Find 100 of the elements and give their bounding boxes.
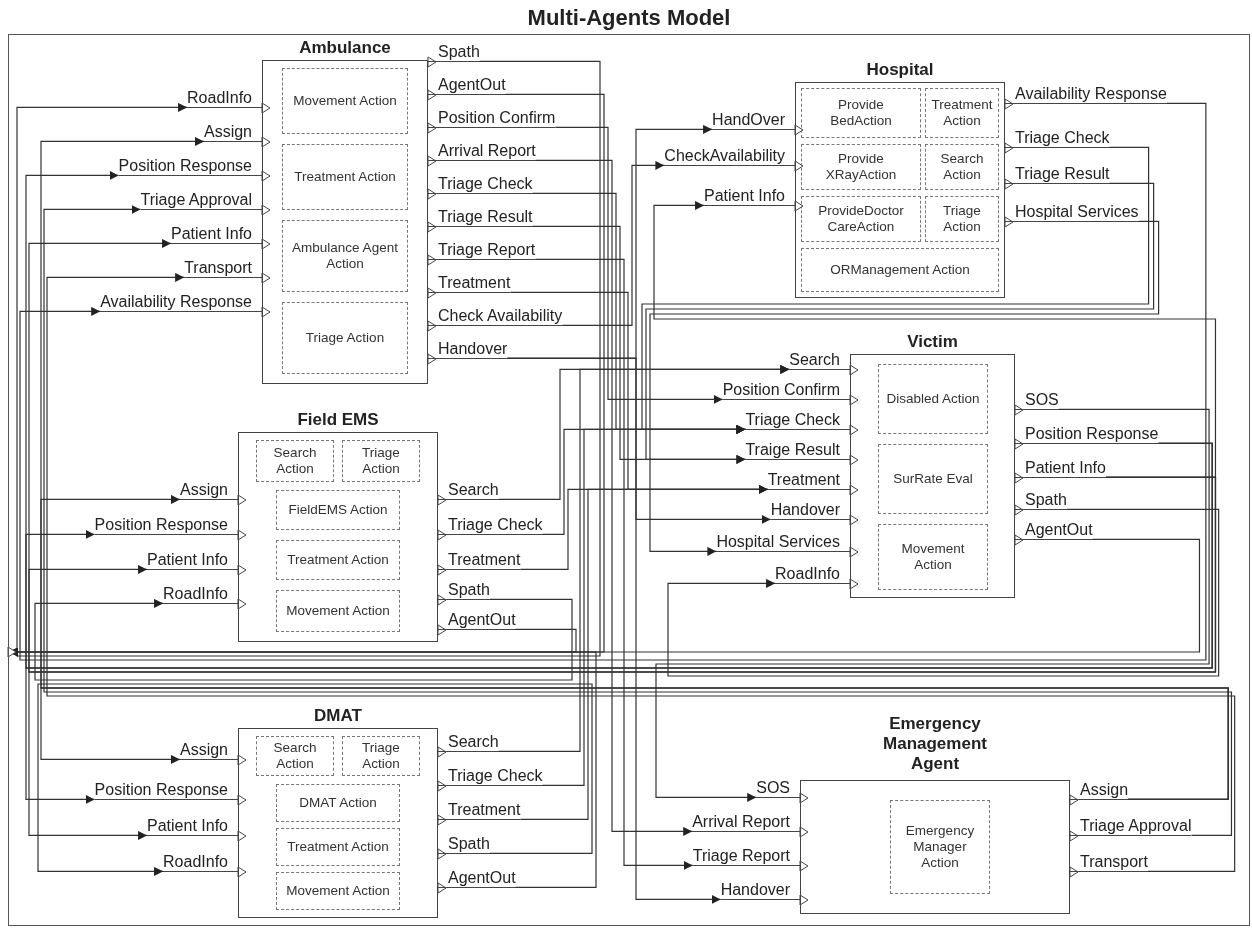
signal-wire xyxy=(498,364,790,752)
port-label: CheckAvailability xyxy=(664,147,795,166)
port-label: Patient Info xyxy=(171,225,262,244)
port-label: SOS xyxy=(756,779,800,798)
action-box: ORManagement Action xyxy=(801,248,999,292)
port-label: Spath xyxy=(1015,491,1067,510)
port-label: Triage Check xyxy=(745,411,850,430)
port-label: Triage Approval xyxy=(140,191,262,210)
agent-title: DMAT xyxy=(313,706,363,726)
port-label: Availability Response xyxy=(1005,85,1167,104)
port-label: Patient Info xyxy=(704,187,795,206)
action-box: Search Action xyxy=(925,144,999,190)
agent-title: Ambulance xyxy=(298,38,392,58)
port-label: AgentOut xyxy=(438,611,516,630)
port-label: RoadInfo xyxy=(775,565,850,584)
port-label: Spath xyxy=(428,43,480,62)
signal-wire xyxy=(655,408,1210,802)
signal-wire xyxy=(34,598,573,681)
action-box: Treatment Action xyxy=(276,828,400,866)
action-box: Treatment Action xyxy=(925,88,999,138)
signal-wire xyxy=(667,508,1220,677)
action-box: Triage Action xyxy=(342,440,420,482)
action-box: DMAT Action xyxy=(276,784,400,822)
diagram-title: Multi-Agents Model xyxy=(527,5,731,31)
port-label: Position Response xyxy=(118,157,262,176)
port-label: Treatment xyxy=(428,274,511,293)
port-label: HandOver xyxy=(712,111,795,130)
action-box: Provide XRayAction xyxy=(801,144,921,190)
port-label: Position Response xyxy=(94,781,238,800)
port-label: Assign xyxy=(1070,781,1129,800)
port-label: RoadInfo xyxy=(187,89,262,108)
port-label: Treatment xyxy=(767,471,850,490)
port-label: Treatment xyxy=(438,551,521,570)
action-box: FieldEMS Action xyxy=(276,490,400,530)
port-label: Triage Check xyxy=(1005,129,1110,148)
port-label: Triage Check xyxy=(438,767,543,786)
port-label: Handover xyxy=(428,340,508,359)
signal-wire xyxy=(554,126,724,404)
signal-wire xyxy=(645,182,1155,464)
port-label: Spath xyxy=(438,581,490,600)
port-label: Search xyxy=(438,481,499,500)
action-box: Movement Action xyxy=(276,872,400,910)
signal-wire xyxy=(561,160,665,326)
action-box: Emergency Manager Action xyxy=(890,800,990,894)
port-label: Patient Info xyxy=(147,817,238,836)
port-label: Triage Result xyxy=(1005,165,1110,184)
action-box: Movement Action xyxy=(276,590,400,632)
action-box: ProvideDoctor CareAction xyxy=(801,196,921,242)
port-label: Triage Report xyxy=(692,847,800,866)
port-label: Position Confirm xyxy=(428,109,556,128)
port-label: Traige Result xyxy=(745,441,850,460)
port-label: Position Confirm xyxy=(722,381,850,400)
port-label: Triage Check xyxy=(438,516,543,535)
signal-wire xyxy=(40,687,1229,800)
port-label: Search xyxy=(789,351,850,370)
port-label: Patient Info xyxy=(1015,459,1106,478)
signal-wire xyxy=(46,272,1236,872)
action-box: Movement Action xyxy=(282,68,408,134)
agent-title: Emergency Management Agent xyxy=(882,714,988,774)
action-box: Triage Action xyxy=(925,196,999,242)
port-label: Treatment xyxy=(438,801,521,820)
action-box: Disabled Action xyxy=(878,364,988,434)
action-box: SurRate Eval xyxy=(878,444,988,514)
signal-wire xyxy=(541,424,747,786)
action-box: Treatment Action xyxy=(276,540,400,580)
agent-title: Field EMS xyxy=(296,410,380,430)
action-box: Ambulance Agent Action xyxy=(282,220,408,292)
port-label: Handover xyxy=(720,881,800,900)
signal-wire xyxy=(506,357,722,904)
action-box: Movement Action xyxy=(878,524,988,590)
port-label: Position Response xyxy=(94,516,238,535)
port-label: Assign xyxy=(179,741,238,760)
action-box: Triage Action xyxy=(342,736,420,776)
signal-wire xyxy=(519,484,769,820)
port-label: Availability Response xyxy=(100,293,262,312)
signal-wire xyxy=(25,442,1213,804)
port-label: RoadInfo xyxy=(163,585,238,604)
port-label: Assign xyxy=(179,481,238,500)
action-box: Treatment Action xyxy=(282,144,408,210)
signal-wire xyxy=(28,476,1217,840)
signal-wire xyxy=(649,220,1160,556)
port-label: Transport xyxy=(184,259,262,278)
signal-wire xyxy=(535,159,693,836)
port-label: AgentOut xyxy=(438,869,516,888)
action-box: Search Action xyxy=(256,736,334,776)
port-label: Triage Result xyxy=(428,208,533,227)
agent-title: Hospital xyxy=(865,60,935,80)
port-label: Hospital Services xyxy=(1005,203,1139,222)
port-label: Assign xyxy=(203,123,262,142)
port-label: Spath xyxy=(438,835,490,854)
action-box: Triage Action xyxy=(282,302,408,374)
port-label: Patient Info xyxy=(147,551,238,570)
port-label: RoadInfo xyxy=(163,853,238,872)
port-label: Triage Approval xyxy=(1070,817,1192,836)
port-label: SOS xyxy=(1015,391,1059,410)
signal-wire xyxy=(653,200,1217,478)
port-label: Triage Report xyxy=(428,241,536,260)
port-label: AgentOut xyxy=(428,76,506,95)
signal-wire xyxy=(43,204,1233,836)
port-label: Hospital Services xyxy=(716,533,850,552)
